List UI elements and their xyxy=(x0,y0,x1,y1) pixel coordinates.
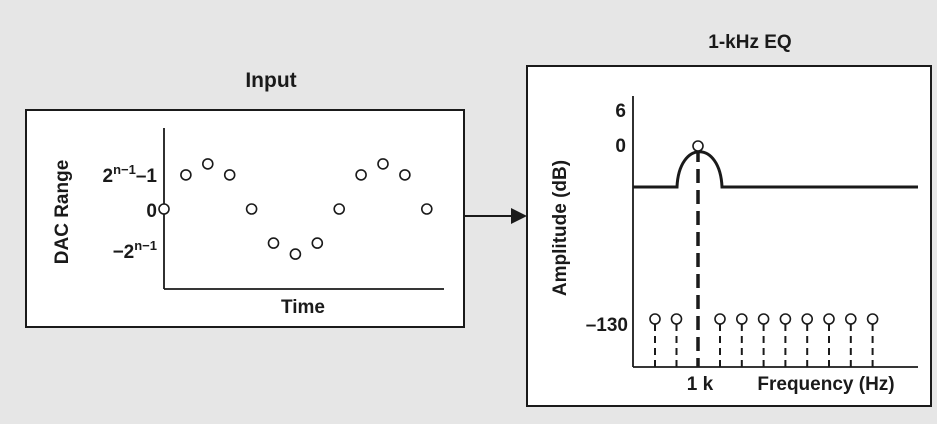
input-sample-point xyxy=(420,203,433,215)
input-title: Input xyxy=(245,69,296,92)
noise-stem-marker xyxy=(801,313,814,325)
input-panel-frame xyxy=(25,109,465,328)
input-sample-point xyxy=(377,158,389,170)
connector-arrowhead xyxy=(511,208,527,224)
eq-y-axis-label: Amplitude (dB) xyxy=(550,160,571,296)
input-x-axis-label: Time xyxy=(281,297,325,318)
input-tick-top: 2n−1–1 xyxy=(103,162,158,187)
input-sample-point xyxy=(333,203,346,215)
input-sample-point xyxy=(223,169,236,181)
noise-stem-marker xyxy=(844,313,857,325)
input-sample-point xyxy=(245,203,258,215)
eq-tick-minus130: –130 xyxy=(586,315,628,336)
input-tick-bottom: −2n−1 xyxy=(113,238,157,263)
input-sample-point xyxy=(289,248,302,260)
eq-tick-6: 6 xyxy=(615,101,626,122)
input-y-axis-label: DAC Range xyxy=(52,160,73,265)
input-sample-point xyxy=(180,169,192,181)
noise-stem-marker xyxy=(823,313,835,325)
noise-stem-marker xyxy=(670,313,683,325)
input-samples xyxy=(158,158,433,260)
noise-stem-marker xyxy=(757,313,770,325)
noise-stem-marker xyxy=(866,313,879,325)
eq-x-axis-label: Frequency (Hz) xyxy=(757,374,894,395)
noise-floor-stems xyxy=(649,313,879,367)
input-tick-zero: 0 xyxy=(146,201,157,222)
noise-stem-marker xyxy=(779,313,792,325)
input-sample-point xyxy=(311,237,324,249)
eq-tick-0: 0 xyxy=(615,136,626,157)
noise-stem-marker xyxy=(714,313,726,325)
noise-stem-marker xyxy=(649,313,661,325)
eq-title: 1-kHz EQ xyxy=(708,32,791,53)
eq-panel-frame xyxy=(526,65,932,407)
input-sample-point xyxy=(399,169,411,181)
noise-stem-marker xyxy=(735,313,748,325)
input-sample-point xyxy=(267,237,280,249)
tone-1k-marker xyxy=(692,140,704,152)
input-sample-point xyxy=(202,158,214,170)
eq-x-tick-1k: 1 k xyxy=(687,374,714,395)
input-sample-point xyxy=(158,203,170,215)
input-sample-point xyxy=(355,169,367,181)
